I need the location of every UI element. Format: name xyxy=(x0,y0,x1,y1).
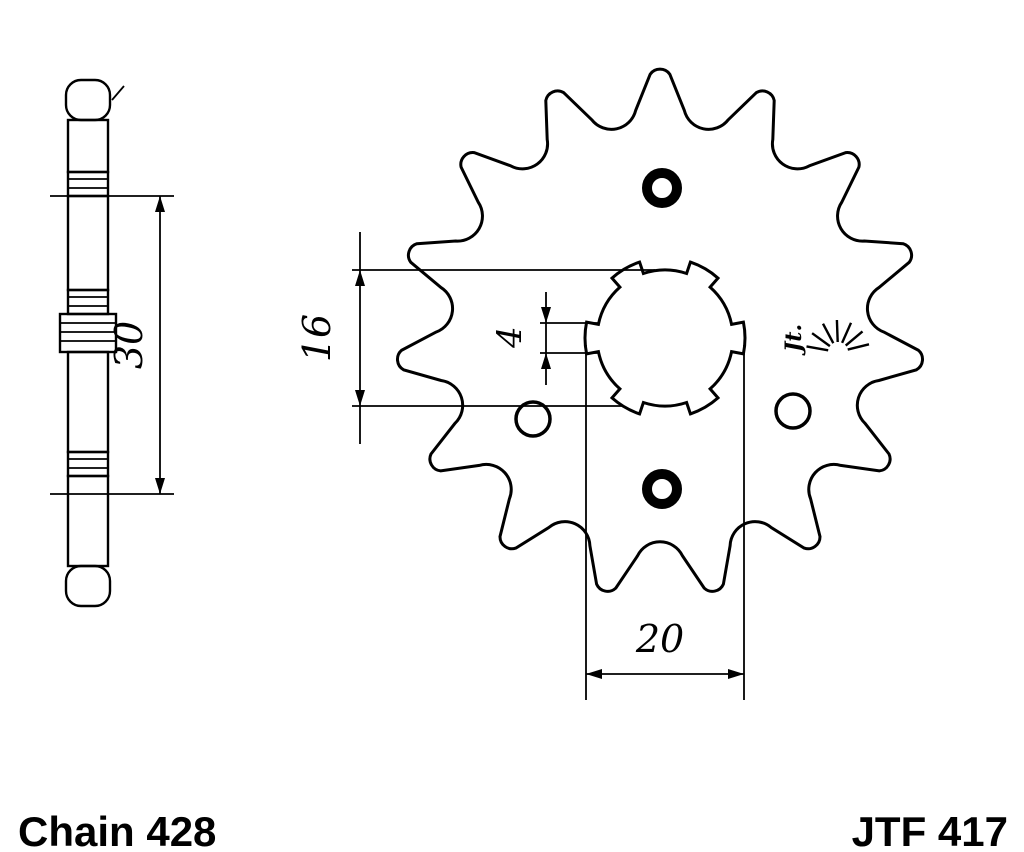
plain-section xyxy=(66,450,110,478)
jt-logo: Jt. xyxy=(781,319,870,356)
plain-section xyxy=(66,288,110,316)
arrowhead-up-icon xyxy=(155,196,165,212)
sun-ray xyxy=(811,332,831,348)
dim-20-label: 20 xyxy=(635,617,684,661)
arrowhead-up-icon xyxy=(541,353,551,369)
dimension-20: 20 xyxy=(585,345,745,700)
plain-section xyxy=(66,170,110,198)
hatch-section xyxy=(66,118,110,174)
sprocket-front-view: Jt. xyxy=(396,67,924,593)
arrowhead-left-icon xyxy=(586,669,602,679)
arrowhead-right-icon xyxy=(728,669,744,679)
side-view-top-cap xyxy=(64,78,112,122)
jt-logo-label: Jt. xyxy=(781,324,807,356)
chain-spec-label: Chain 428 xyxy=(18,808,216,852)
dim-30-label: 30 xyxy=(107,321,151,369)
dimension-4: 4 xyxy=(490,292,598,385)
sun-ray xyxy=(844,330,864,347)
hatch-section xyxy=(66,194,110,292)
part-number-label: JTF 417 xyxy=(852,808,1008,852)
hatch-section xyxy=(66,350,110,454)
sprocket-side-view xyxy=(58,78,125,608)
bolt-hole-top xyxy=(642,168,682,208)
arrowhead-up-icon xyxy=(355,270,365,286)
arrowhead-down-icon xyxy=(155,478,165,494)
dimension-16: 16 xyxy=(295,232,655,444)
sunburst-icon xyxy=(806,319,870,352)
sun-ray xyxy=(806,345,829,352)
sprocket-teeth-outline xyxy=(396,67,924,593)
tick-mark xyxy=(111,85,125,101)
bolt-hole-right xyxy=(774,392,812,430)
sun-ray xyxy=(835,319,839,343)
dim-4-label: 4 xyxy=(490,326,530,349)
dimension-30: 30 xyxy=(50,195,174,495)
sun-ray xyxy=(847,343,870,351)
bolt-hole-left xyxy=(514,400,552,438)
bolt-hole-bottom xyxy=(642,469,682,509)
bore-spline-outline xyxy=(583,260,747,416)
dim-16-label: 16 xyxy=(295,314,339,362)
arrowhead-down-icon xyxy=(355,390,365,406)
sun-ray xyxy=(841,322,853,344)
hatch-section xyxy=(66,474,110,568)
sun-ray xyxy=(821,323,835,344)
arrowhead-down-icon xyxy=(541,307,551,323)
side-view-bottom-cap xyxy=(64,564,112,608)
